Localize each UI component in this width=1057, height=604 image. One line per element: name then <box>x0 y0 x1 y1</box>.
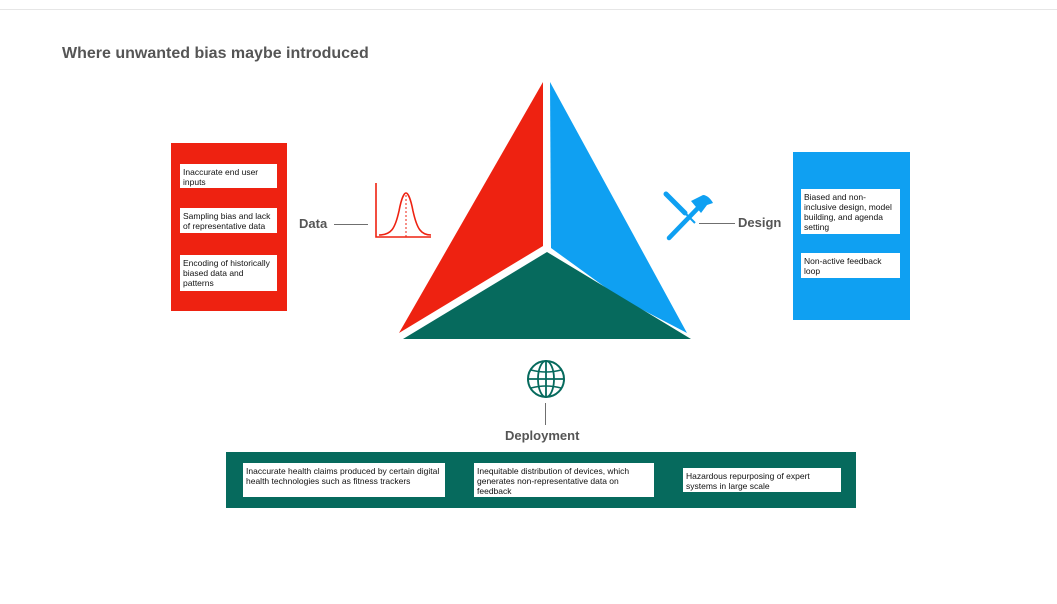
triangle-design-segment <box>550 82 687 333</box>
data-item-3: Encoding of historically biased data and… <box>180 255 277 291</box>
data-connector-line <box>334 224 368 225</box>
design-label: Design <box>738 215 782 230</box>
design-connector-line <box>699 223 735 224</box>
page-title: Where unwanted bias maybe introduced <box>62 45 369 62</box>
design-item-2: Non-active feedback loop <box>801 253 900 278</box>
design-panel: Biased and non-inclusive design, model b… <box>793 152 910 320</box>
triangle-data-segment <box>399 82 543 333</box>
tools-icon <box>663 191 713 241</box>
deployment-item-1: Inaccurate health claims produced by cer… <box>243 463 445 497</box>
data-item-1: Inaccurate end user inputs <box>180 164 277 188</box>
data-label: Data <box>299 216 328 231</box>
deployment-connector-line <box>545 403 546 425</box>
globe-icon <box>527 360 565 398</box>
deployment-item-3: Hazardous repurposing of expert systems … <box>683 468 841 492</box>
design-item-1: Biased and non-inclusive design, model b… <box>801 189 900 234</box>
bias-triangle <box>399 82 691 339</box>
data-item-2: Sampling bias and lack of representative… <box>180 208 277 233</box>
deployment-panel: Inaccurate health claims produced by cer… <box>226 452 856 508</box>
deployment-item-2: Inequitable distribution of devices, whi… <box>474 463 654 497</box>
deployment-label: Deployment <box>505 428 580 443</box>
data-panel: Inaccurate end user inputs Sampling bias… <box>171 143 287 311</box>
triangle-deployment-segment <box>403 252 691 339</box>
top-divider <box>0 9 1057 10</box>
bell-curve-icon <box>375 183 432 238</box>
